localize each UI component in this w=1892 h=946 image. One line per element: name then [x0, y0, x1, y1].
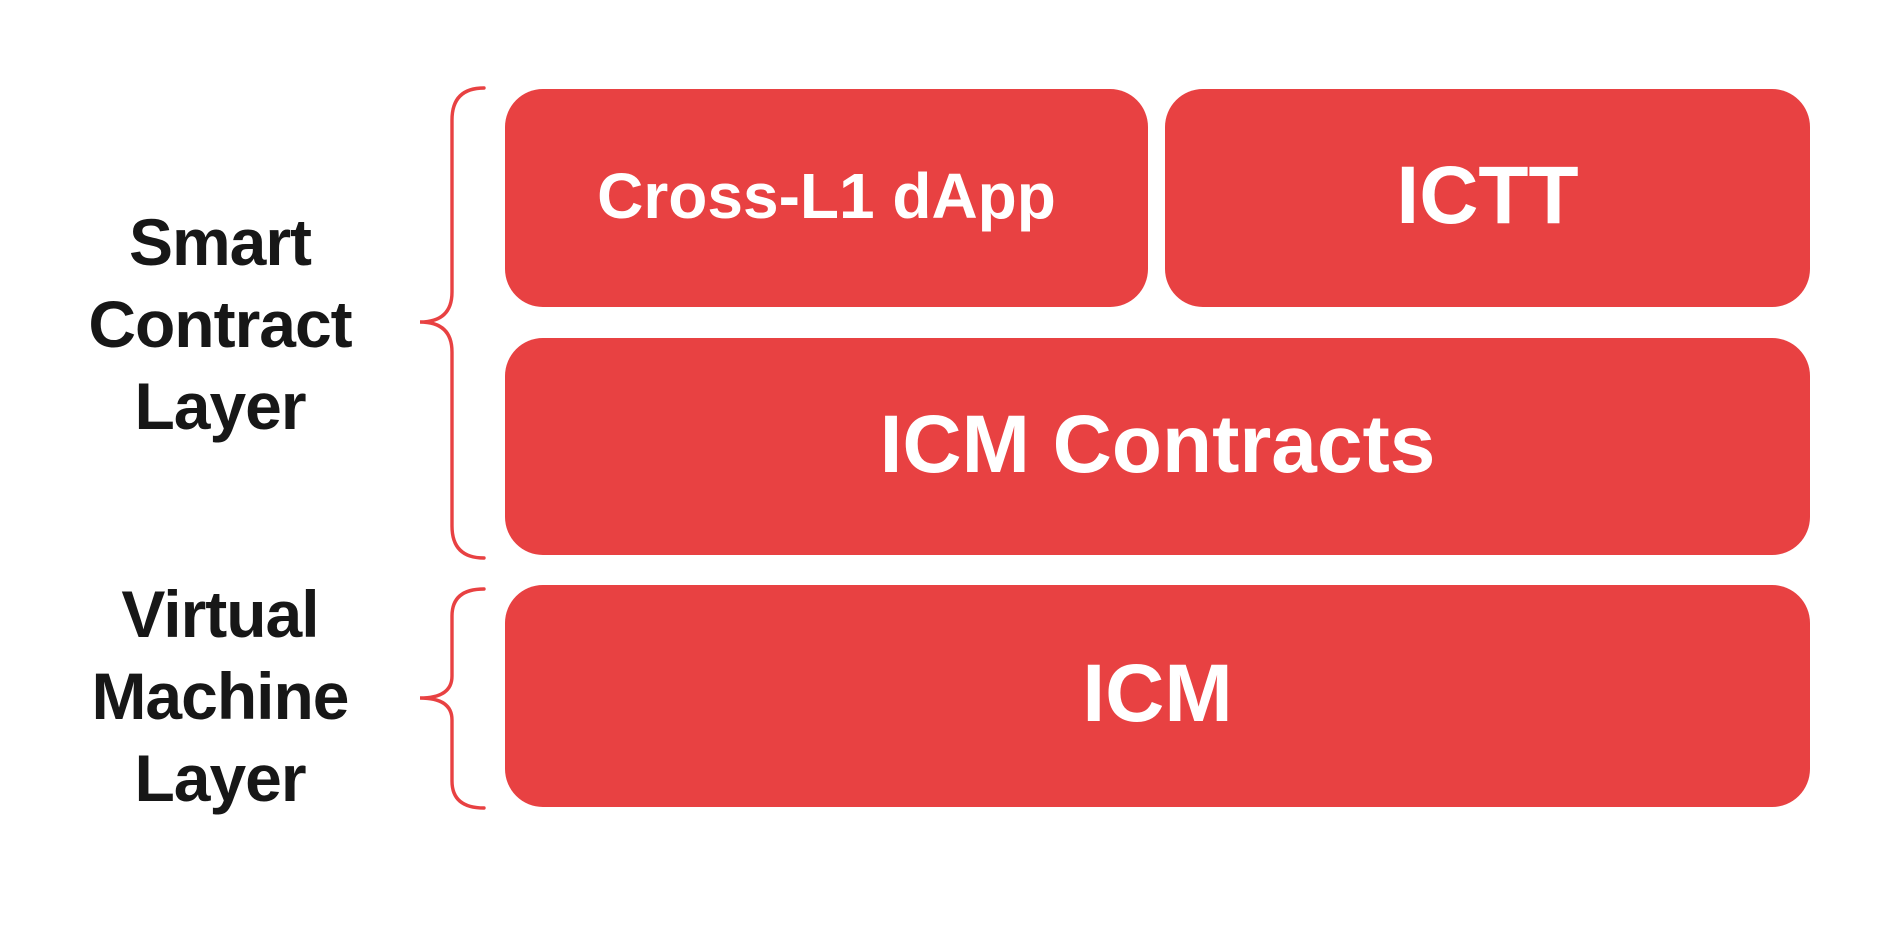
layer-label-line: Layer: [134, 369, 306, 443]
box-icm-contracts: ICM Contracts: [505, 338, 1810, 555]
box-icm: ICM: [505, 585, 1810, 807]
box-cross-l1-dapp: Cross-L1 dApp: [505, 89, 1148, 307]
curly-brace-icon: [419, 86, 486, 560]
layer-label-line: Contract: [88, 287, 352, 361]
layer-label-line: Machine: [91, 659, 349, 733]
layer-label-virtual-machine: Virtual Machine Layer: [38, 573, 402, 819]
layer-label-smart-contract: Smart Contract Layer: [38, 201, 402, 447]
layer-label-line: Virtual: [121, 577, 319, 651]
box-label: ICTT: [1396, 150, 1579, 241]
box-label: Cross-L1 dApp: [597, 160, 1056, 232]
layer-label-line: Smart: [128, 205, 312, 279]
curly-brace-icon: [419, 587, 486, 810]
curly-brace-virtual-machine-layer: [414, 584, 488, 812]
box-label: ICM: [1082, 648, 1233, 739]
box-label: ICM Contracts: [879, 398, 1436, 490]
box-ictt: ICTT: [1165, 89, 1810, 307]
curly-brace-smart-contract-layer: [414, 84, 488, 562]
layer-label-line: Layer: [134, 741, 306, 815]
